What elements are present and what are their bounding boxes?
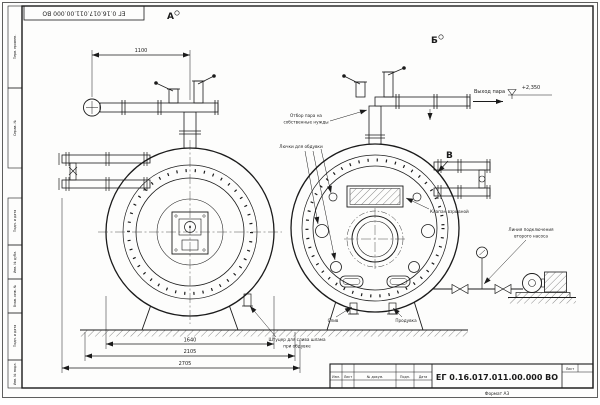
pressure-gauge-icon [476, 246, 488, 259]
feed-pump-assembly [433, 246, 571, 298]
annotations: Отбор пара на собственные нужды Лючки дл… [249, 109, 554, 349]
label-blowdown-hatches: Лючки для обдувки [279, 144, 323, 149]
title-block: Изм. Лист № докум. Подп. Дата ЕГ 0.16.01… [329, 363, 594, 397]
title-col-data: Дата [419, 375, 428, 379]
view-a-mark [174, 10, 180, 16]
title-col-podp: Подп. [400, 375, 410, 379]
blowdown-hatches [315, 192, 435, 273]
explosion-valve [346, 185, 404, 208]
view-b-mark [438, 34, 444, 40]
label-drain: Слив [328, 318, 339, 323]
dim-length-mid: 2105 [184, 349, 197, 355]
valve-icon [451, 283, 461, 295]
side-stamp-label: Подп. и дата [13, 325, 17, 347]
title-sheet-label: Лист [566, 367, 574, 371]
title-doc-number: ЕГ 0.16.017.011.00.000 ВО [436, 373, 558, 382]
valve-icon [502, 283, 512, 295]
elevation-mark: +2,350 [507, 85, 552, 99]
safety-valve-icon [342, 66, 406, 98]
steam-header-pipe [99, 102, 219, 113]
side-stamp-label: Справ. № [13, 119, 17, 136]
title-col-docnum: № докум. [367, 375, 383, 379]
steam-outlet-pipe [374, 96, 471, 107]
elevation-value: +2,350 [522, 85, 541, 91]
handholes [339, 275, 411, 288]
label-steam-outlet: Выход пара [474, 89, 505, 95]
safety-valve-icon [154, 74, 216, 104]
gauge-pipes-left [58, 152, 151, 191]
valve-icon [459, 283, 469, 295]
dim-length-total: 2705 [179, 361, 192, 367]
label-explosion-valve: Клапан взрывной [430, 209, 469, 214]
top-stamp: ЕГ 0.16.017.011.00.000 ВО [23, 5, 145, 21]
dim-diameter: 1640 [184, 338, 197, 344]
dim-top-width: 1100 [135, 48, 148, 54]
format-label: Формат А3 [485, 391, 510, 397]
side-stamp-label: Инв. № подл. [13, 363, 17, 386]
title-col-list: Лист [344, 375, 352, 379]
valve-icon [494, 283, 504, 295]
side-stamp-label: Взам. инв. № [13, 284, 17, 307]
pump-base [515, 292, 571, 298]
pump-motor [544, 271, 567, 293]
inner-border [21, 5, 594, 389]
side-stamp-column: Перв. примен. Справ. № Подп. и дата Инв.… [7, 5, 23, 389]
view-v-label: В [446, 151, 453, 161]
view-b-piping: Выход пара +2,350 [342, 66, 552, 199]
label-blowdown: Продувка [395, 318, 417, 323]
title-col-izm: Изм. [332, 375, 340, 379]
view-b-vessel [290, 143, 460, 331]
manhole [344, 208, 406, 270]
bolt-circle [305, 158, 445, 298]
svg-text:собственные нужды: собственные нужды [283, 120, 328, 125]
view-v-arrow [437, 160, 449, 173]
top-stamp-number: ЕГ 0.16.017.011.00.000 ВО [42, 10, 125, 17]
gauge-pipes-right [433, 159, 491, 199]
svg-text:второго насоса: второго насоса [514, 234, 548, 239]
side-stamp-label: Инв. № дубл. [13, 251, 17, 274]
view-b-label: Б [431, 36, 438, 46]
view-labels: А Б В [167, 10, 453, 173]
view-a-vessel [98, 140, 282, 331]
label-steam-own-needs: Отбор пара на [290, 113, 322, 118]
label-pump-line: Линия подключения [508, 227, 554, 232]
label-sludge-drain: Штуцер для слива шлама [268, 337, 326, 342]
view-a-label: А [167, 12, 174, 22]
valve-handwheel-icon [83, 98, 101, 117]
view-a-piping [58, 74, 219, 191]
svg-text:при обдувке: при обдувке [283, 344, 311, 349]
dimensions: 1100 1640 2105 2705 [61, 48, 301, 373]
side-stamp-label: Подп. и дата [13, 210, 17, 232]
side-stamp-label: Перв. примен. [13, 35, 17, 60]
